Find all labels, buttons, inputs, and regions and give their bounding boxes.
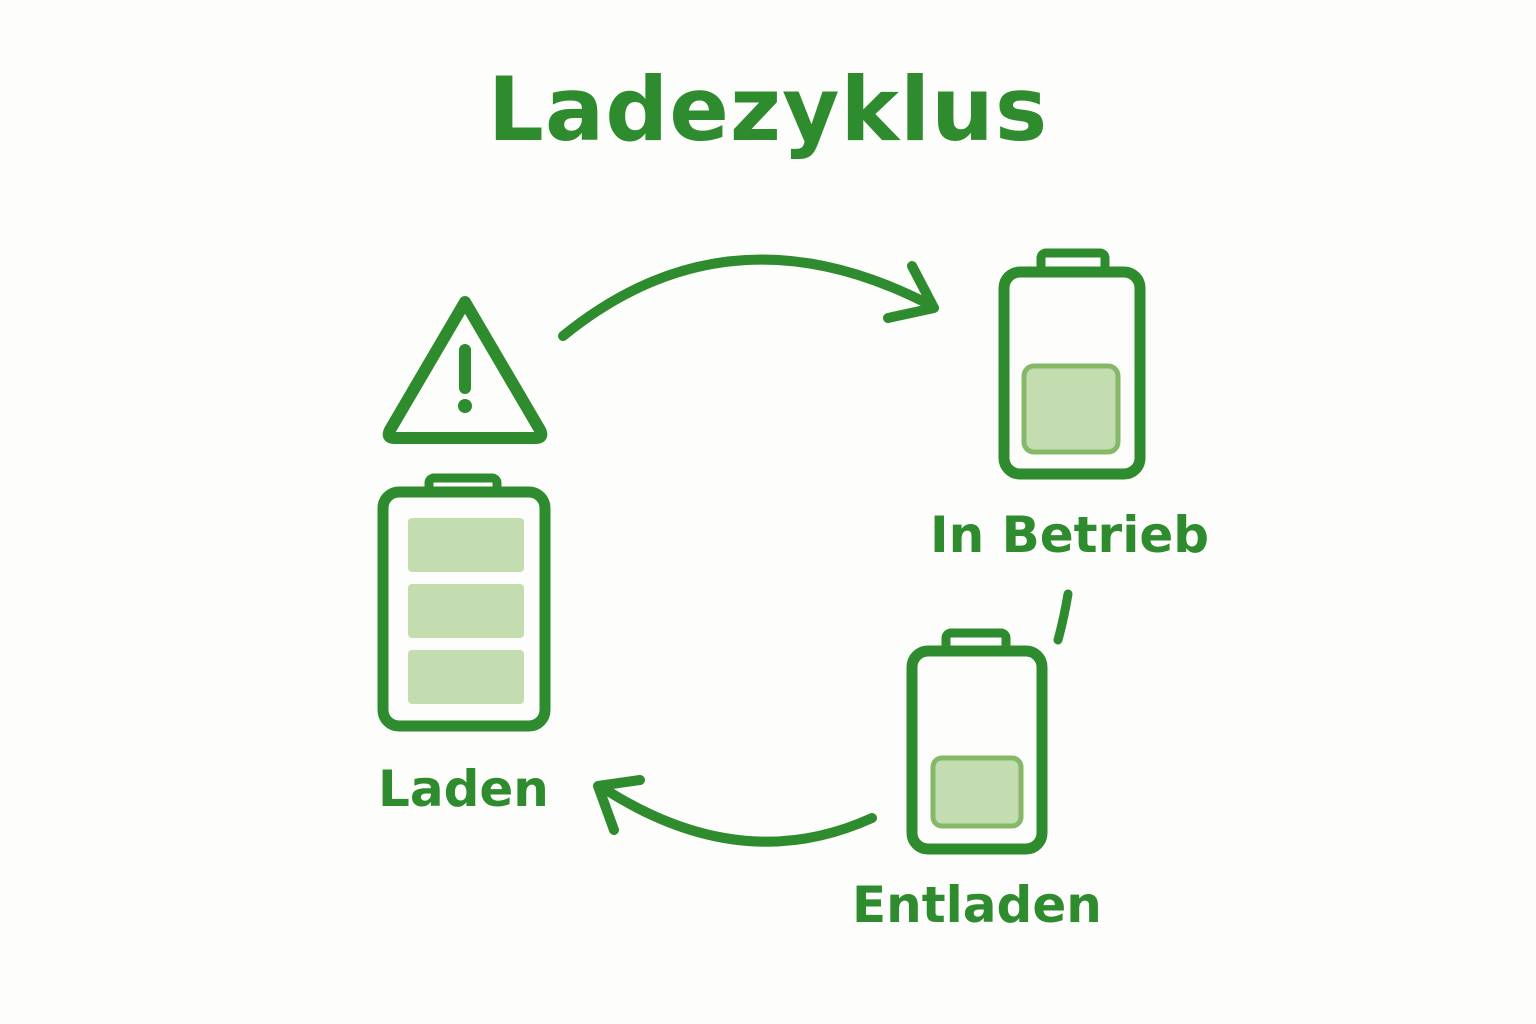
warning-triangle-icon [382, 296, 548, 444]
battery-full-icon [377, 473, 551, 732]
battery-half-icon [998, 248, 1146, 480]
battery-low-icon [906, 628, 1048, 855]
battery-segment-middle [408, 584, 524, 638]
entladen-to-laden-arrow [593, 775, 877, 847]
stage-label-laden: Laden [378, 760, 549, 818]
battery-level-block [930, 755, 1024, 829]
battery-segment-bottom [408, 650, 524, 704]
betrieb-to-entladen-connector [1053, 589, 1073, 645]
stage-label-entladen: Entladen [852, 876, 1102, 934]
laden-to-betrieb-arrow [558, 254, 939, 341]
battery-segment-top [408, 518, 524, 572]
stage-label-in-betrieb: In Betrieb [930, 506, 1210, 564]
battery-level-block [1021, 363, 1121, 455]
diagram-title: Ladezyklus [487, 58, 1049, 161]
